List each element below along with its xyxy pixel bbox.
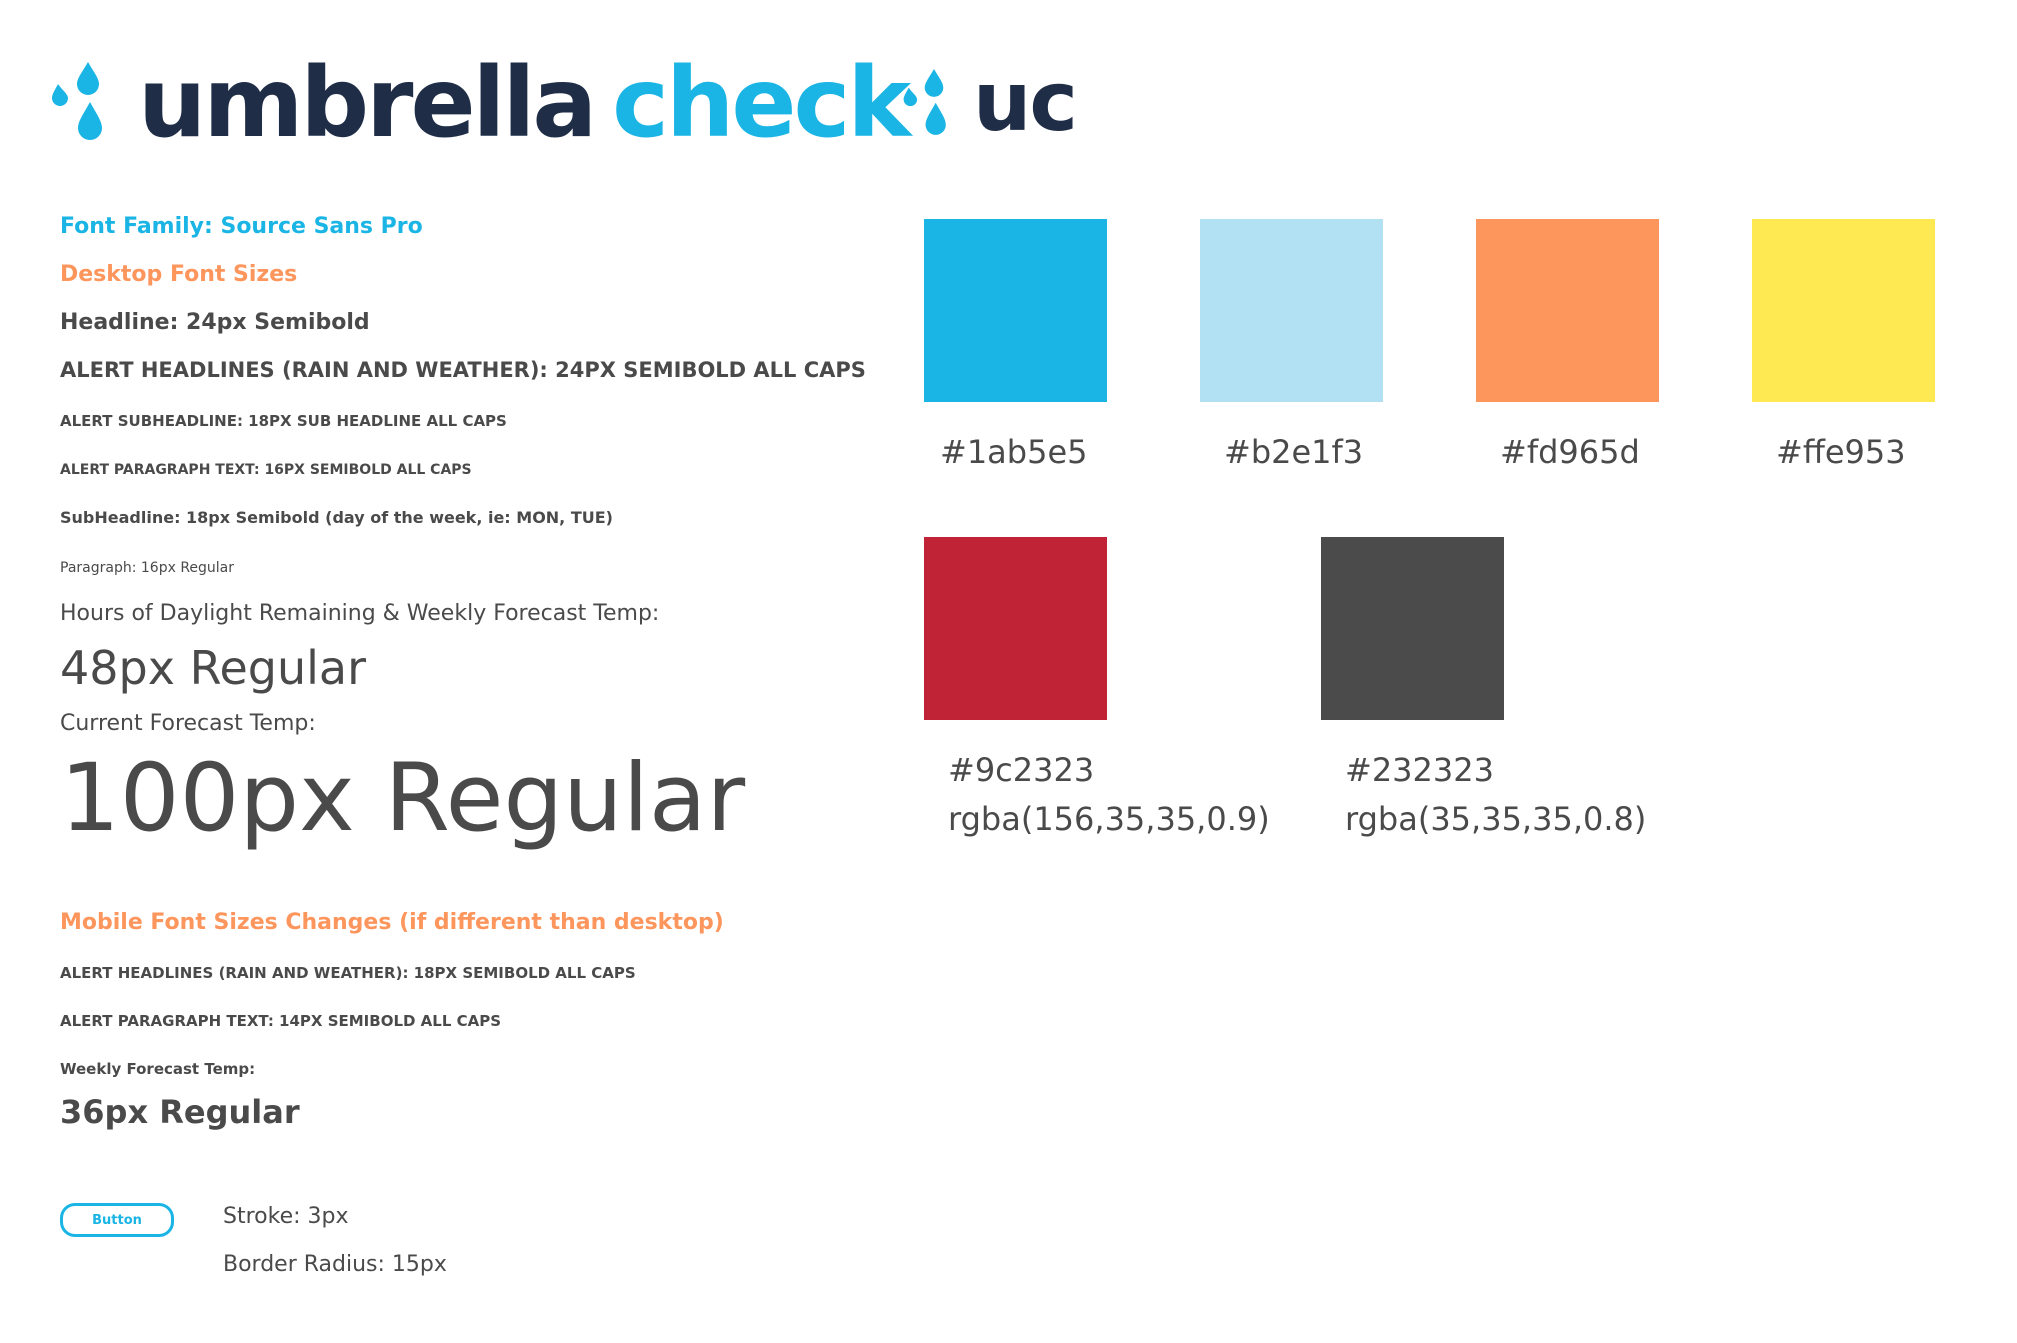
- raindrops-icon: [903, 69, 946, 135]
- raindrops-icon: [52, 62, 102, 140]
- mobile-font-sizes-heading: Mobile Font Sizes Changes (if different …: [60, 910, 724, 935]
- current-forecast-label: Current Forecast Temp:: [60, 711, 316, 736]
- swatch-label-red: #9c2323: [948, 751, 1095, 789]
- logo-umbrella-check: umbrella check: [52, 47, 911, 162]
- subheadline-spec: SubHeadline: 18px Semibold (day of the w…: [60, 508, 613, 527]
- swatch-dark-gray: [1321, 537, 1504, 720]
- swatch-yellow: [1752, 219, 1935, 402]
- swatch-rgba-red: rgba(156,35,35,0.9): [948, 800, 1270, 838]
- hours-of-daylight-size: 48px Regular: [60, 641, 367, 695]
- swatch-label-light-blue: #b2e1f3: [1224, 433, 1364, 471]
- logo-uc: uc: [903, 55, 1078, 152]
- mobile-alert-headlines-spec: ALERT HEADLINES (RAIN AND WEATHER): 18PX…: [60, 964, 636, 982]
- headline-spec: Headline: 24px Semibold: [60, 310, 370, 335]
- swatch-light-blue: [1200, 219, 1383, 402]
- hours-of-daylight-label: Hours of Daylight Remaining & Weekly For…: [60, 601, 660, 626]
- logo-word-check: check: [612, 47, 911, 159]
- font-family-label: Font Family: Source Sans Pro: [60, 214, 423, 239]
- alert-paragraph-spec: ALERT PARAGRAPH TEXT: 16PX SEMIBOLD ALL …: [60, 462, 472, 478]
- current-forecast-size: 100px Regular: [60, 744, 746, 853]
- weekly-forecast-size: 36px Regular: [60, 1093, 300, 1131]
- desktop-font-sizes-heading: Desktop Font Sizes: [60, 262, 298, 287]
- swatch-label-primary-blue: #1ab5e5: [940, 433, 1088, 471]
- alert-headlines-spec: ALERT HEADLINES (RAIN AND WEATHER): 24PX…: [60, 358, 866, 382]
- swatch-primary-blue: [924, 219, 1107, 402]
- weekly-forecast-label: Weekly Forecast Temp:: [60, 1060, 256, 1078]
- mobile-alert-paragraph-spec: ALERT PARAGRAPH TEXT: 14PX SEMIBOLD ALL …: [60, 1012, 502, 1030]
- paragraph-spec: Paragraph: 16px Regular: [60, 560, 235, 576]
- swatch-red: [924, 537, 1107, 720]
- swatch-label-yellow: #ffe953: [1776, 433, 1906, 471]
- swatch-orange: [1476, 219, 1659, 402]
- sample-button[interactable]: Button: [60, 1203, 174, 1237]
- button-radius-spec: Border Radius: 15px: [223, 1252, 447, 1277]
- logo-word-uc: uc: [973, 55, 1078, 150]
- alert-subheadline-spec: ALERT SUBHEADLINE: 18PX SUB HEADLINE ALL…: [60, 412, 507, 430]
- swatch-label-dark-gray: #232323: [1345, 751, 1494, 789]
- logo-word-umbrella: umbrella: [138, 47, 597, 159]
- button-stroke-spec: Stroke: 3px: [223, 1204, 349, 1229]
- swatch-label-orange: #fd965d: [1500, 433, 1640, 471]
- swatch-rgba-dark-gray: rgba(35,35,35,0.8): [1345, 800, 1647, 838]
